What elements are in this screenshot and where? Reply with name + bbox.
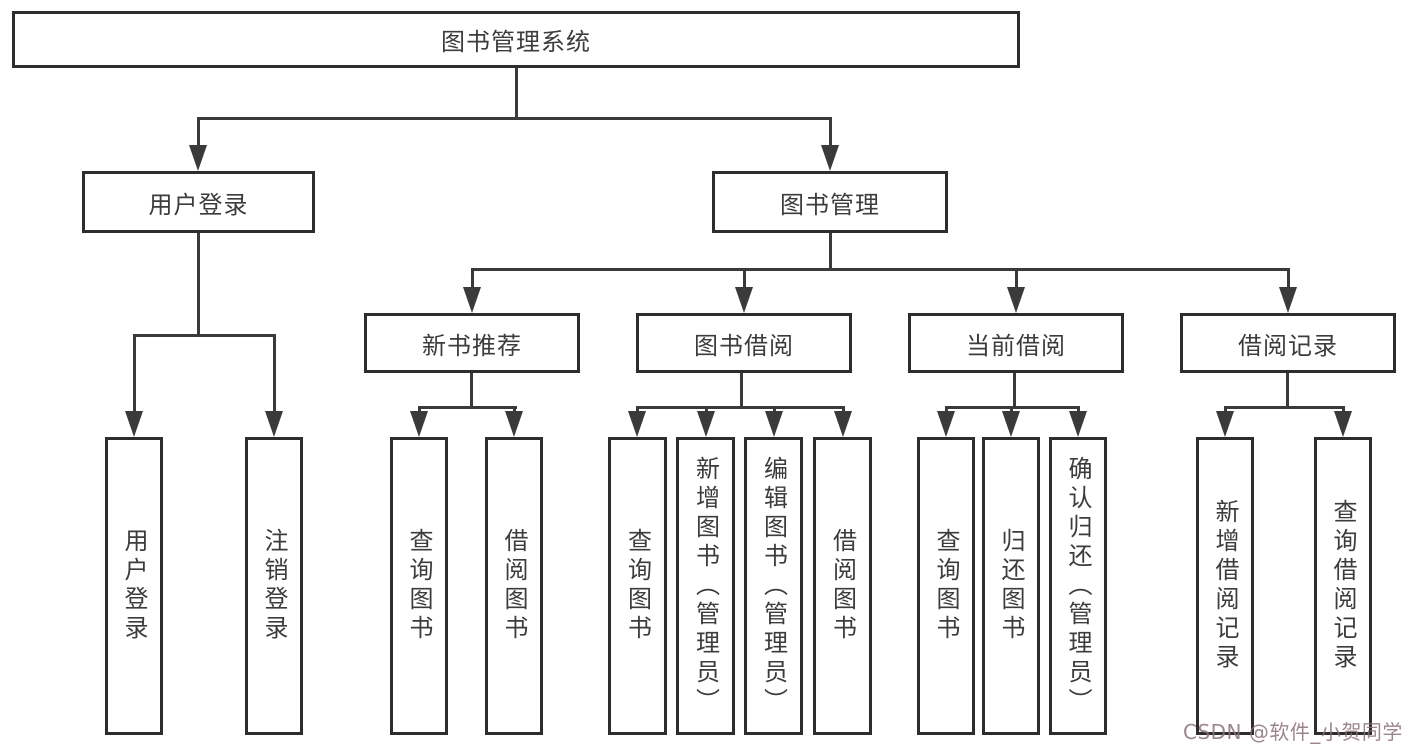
node-root-label: 图书管理系统 [441,28,591,56]
arrow-down-icon [1007,287,1025,313]
node-book-borrow: 图书借阅 [636,313,852,373]
connector-line [945,406,948,415]
arrow-down-icon [463,287,481,313]
connector-line [1015,268,1018,292]
node-book-management: 图书管理 [712,171,948,233]
node-root: 图书管理系统 [12,11,1020,68]
arrow-down-icon [189,145,207,171]
node-current-borrow-label: 当前借阅 [966,331,1066,360]
arrow-down-icon [125,411,143,437]
connector-line [418,406,517,409]
connector-line [1224,406,1227,415]
connector-line [1010,406,1013,415]
leaf-user-login-label: 用户登录 [120,528,148,644]
leaf-confirm-return-admin: 确认归还（管理员） [1049,437,1107,735]
connector-line [471,268,474,292]
leaf-add-book-admin-label: 新增图书（管理员） [691,455,720,717]
connector-line [829,117,832,149]
leaf-borrow-books-newbook: 借阅图书 [485,437,543,735]
leaf-add-borrow-record-label: 新增借阅记录 [1211,499,1239,673]
arrow-down-icon [628,411,646,437]
leaf-query-borrow-record: 查询借阅记录 [1314,437,1372,735]
connector-line [842,406,845,415]
leaf-return-book-label: 归还图书 [997,528,1025,644]
leaf-logout: 注销登录 [245,437,303,735]
leaf-borrow-books-borrow-label: 借阅图书 [828,528,857,644]
connector-line [133,334,136,414]
connector-line [773,406,776,415]
connector-line [197,117,200,149]
connector-line [829,233,832,270]
connector-line [513,406,516,415]
connector-line [1077,406,1080,415]
leaf-add-book-admin: 新增图书（管理员） [676,437,735,735]
leaf-query-borrow-record-label: 查询借阅记录 [1329,499,1357,673]
arrow-down-icon [697,411,715,437]
connector-line [1013,373,1016,408]
leaf-edit-book-admin-label: 编辑图书（管理员） [759,455,788,717]
connector-line [418,406,421,415]
connector-line [197,117,832,120]
arrow-down-icon [735,287,753,313]
node-book-borrow-label: 图书借阅 [694,331,794,360]
node-borrow-records: 借阅记录 [1180,313,1396,373]
connector-line [133,334,276,337]
connector-line [471,268,1290,271]
arrow-down-icon [821,145,839,171]
node-current-borrow: 当前借阅 [908,313,1124,373]
leaf-query-books-borrow-label: 查询图书 [623,528,652,644]
node-book-management-label: 图书管理 [780,190,880,219]
leaf-logout-label: 注销登录 [260,528,288,644]
arrow-down-icon [1069,411,1087,437]
arrow-down-icon [1216,411,1234,437]
connector-line [1287,268,1290,292]
connector-line [273,334,276,414]
leaf-borrow-books-borrow: 借阅图书 [813,437,872,735]
leaf-query-books-newbook: 查询图书 [390,437,448,735]
node-user-login-label: 用户登录 [148,190,249,219]
arrow-down-icon [1002,411,1020,437]
connector-line [1224,406,1345,409]
connector-line [636,406,639,415]
leaf-query-books-newbook-label: 查询图书 [405,528,433,644]
connector-line [705,406,708,415]
node-new-book-recommend-label: 新书推荐 [422,331,522,360]
leaf-edit-book-admin: 编辑图书（管理员） [744,437,803,735]
node-borrow-records-label: 借阅记录 [1238,331,1338,360]
connector-line [636,406,845,409]
arrow-down-icon [834,411,852,437]
watermark: CSDN @软件_小贺同学 [1183,720,1403,744]
leaf-return-book: 归还图书 [982,437,1040,735]
arrow-down-icon [410,411,428,437]
arrow-down-icon [1334,411,1352,437]
leaf-add-borrow-record: 新增借阅记录 [1196,437,1254,735]
node-new-book-recommend: 新书推荐 [364,313,580,373]
arrow-down-icon [265,411,283,437]
leaf-query-books-borrow: 查询图书 [608,437,667,735]
connector-line [197,233,200,336]
connector-line [1286,373,1289,408]
leaf-user-login: 用户登录 [105,437,163,735]
connector-line [515,68,518,119]
connector-line [743,268,746,292]
leaf-borrow-books-newbook-label: 借阅图书 [500,528,528,644]
connector-line [740,373,743,408]
leaf-confirm-return-admin-label: 确认归还（管理员） [1064,455,1092,717]
connector-line [1342,406,1345,415]
leaf-query-books-current-label: 查询图书 [932,528,960,644]
node-user-login: 用户登录 [82,171,315,233]
arrow-down-icon [505,411,523,437]
arrow-down-icon [937,411,955,437]
arrow-down-icon [765,411,783,437]
leaf-query-books-current: 查询图书 [917,437,975,735]
arrow-down-icon [1279,287,1297,313]
connector-line [470,373,473,408]
